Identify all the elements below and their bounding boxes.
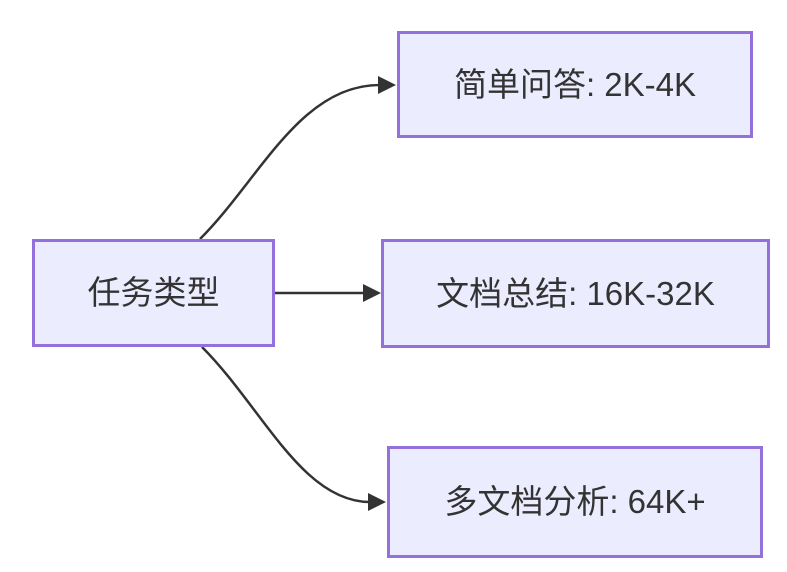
edge-doc-summary-arrowhead: [363, 284, 381, 302]
node-doc-summary: 文档总结: 16K-32K: [381, 239, 770, 348]
node-multidoc-analysis: 多文档分析: 64K+: [387, 446, 763, 558]
node-multidoc-analysis-label: 多文档分析: 64K+: [444, 483, 706, 521]
edge-simple-qa-arrowhead: [378, 76, 396, 94]
edge-task-type-to-simple-qa: [199, 83, 381, 240]
edge-multidoc-arrowhead: [368, 493, 386, 511]
node-doc-summary-label: 文档总结: 16K-32K: [436, 274, 715, 312]
node-task-type: 任务类型: [32, 239, 275, 347]
node-simple-qa: 简单问答: 2K-4K: [397, 31, 753, 138]
node-simple-qa-label: 简单问答: 2K-4K: [453, 65, 697, 103]
edge-task-type-to-multidoc-analysis: [201, 346, 371, 504]
node-task-type-label: 任务类型: [87, 274, 220, 312]
